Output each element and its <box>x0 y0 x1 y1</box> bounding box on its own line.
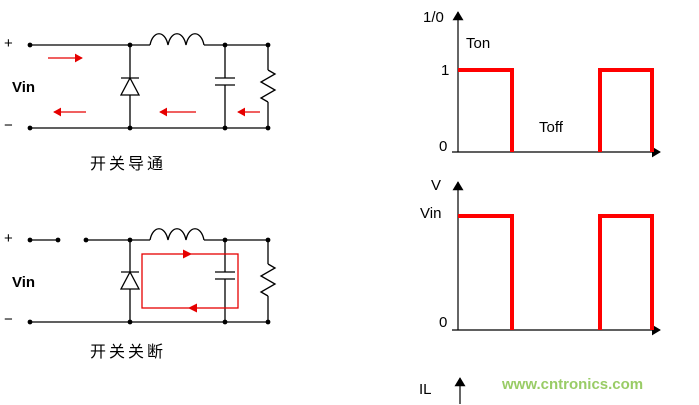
freewheel-diode <box>119 45 141 128</box>
circuit-on-vin-label: Vin <box>12 79 36 96</box>
load-resistor <box>259 240 277 322</box>
circuit-off-plus-label: + <box>4 230 13 247</box>
circuit-on-minus-label: − <box>4 117 13 134</box>
current-flow-arrows <box>48 53 260 117</box>
circuit-off-vin-label: Vin <box>12 274 36 291</box>
circuit-switch-on <box>27 33 277 131</box>
watermark-text: www.cntronics.com <box>502 376 644 393</box>
gate-axis-label: 1/0 <box>423 9 444 26</box>
inductor-current-axis-label: IL <box>419 381 432 398</box>
voltage-low-tick: 0 <box>439 314 448 331</box>
gate-high-tick: 1 <box>441 62 450 79</box>
junction-dots <box>27 237 271 325</box>
output-capacitor <box>215 45 235 128</box>
gate-pulse-waveform <box>458 68 654 152</box>
toff-label: Toff <box>539 119 563 136</box>
circuit-off-caption: 开关关断 <box>90 344 167 361</box>
freewheel-diode <box>119 240 141 322</box>
voltage-axis-label: V <box>431 177 442 194</box>
circuit-on-caption: 开关导通 <box>90 156 167 173</box>
output-capacitor <box>215 240 235 322</box>
plot-output-voltage <box>452 181 661 336</box>
circuit-switch-off <box>27 228 277 325</box>
freewheel-current-loop <box>141 249 239 313</box>
ton-label: Ton <box>466 35 491 52</box>
inductor <box>149 228 205 241</box>
inductor <box>149 33 205 46</box>
plot-gate-signal <box>452 11 661 158</box>
circuit-off-minus-label: − <box>4 311 13 328</box>
voltage-high-tick: Vin <box>420 205 442 222</box>
gate-low-tick: 0 <box>439 138 448 155</box>
circuit-on-plus-label: + <box>4 35 13 52</box>
load-resistor <box>259 45 277 128</box>
voltage-pulse-waveform <box>458 214 654 330</box>
junction-dots <box>27 42 271 131</box>
